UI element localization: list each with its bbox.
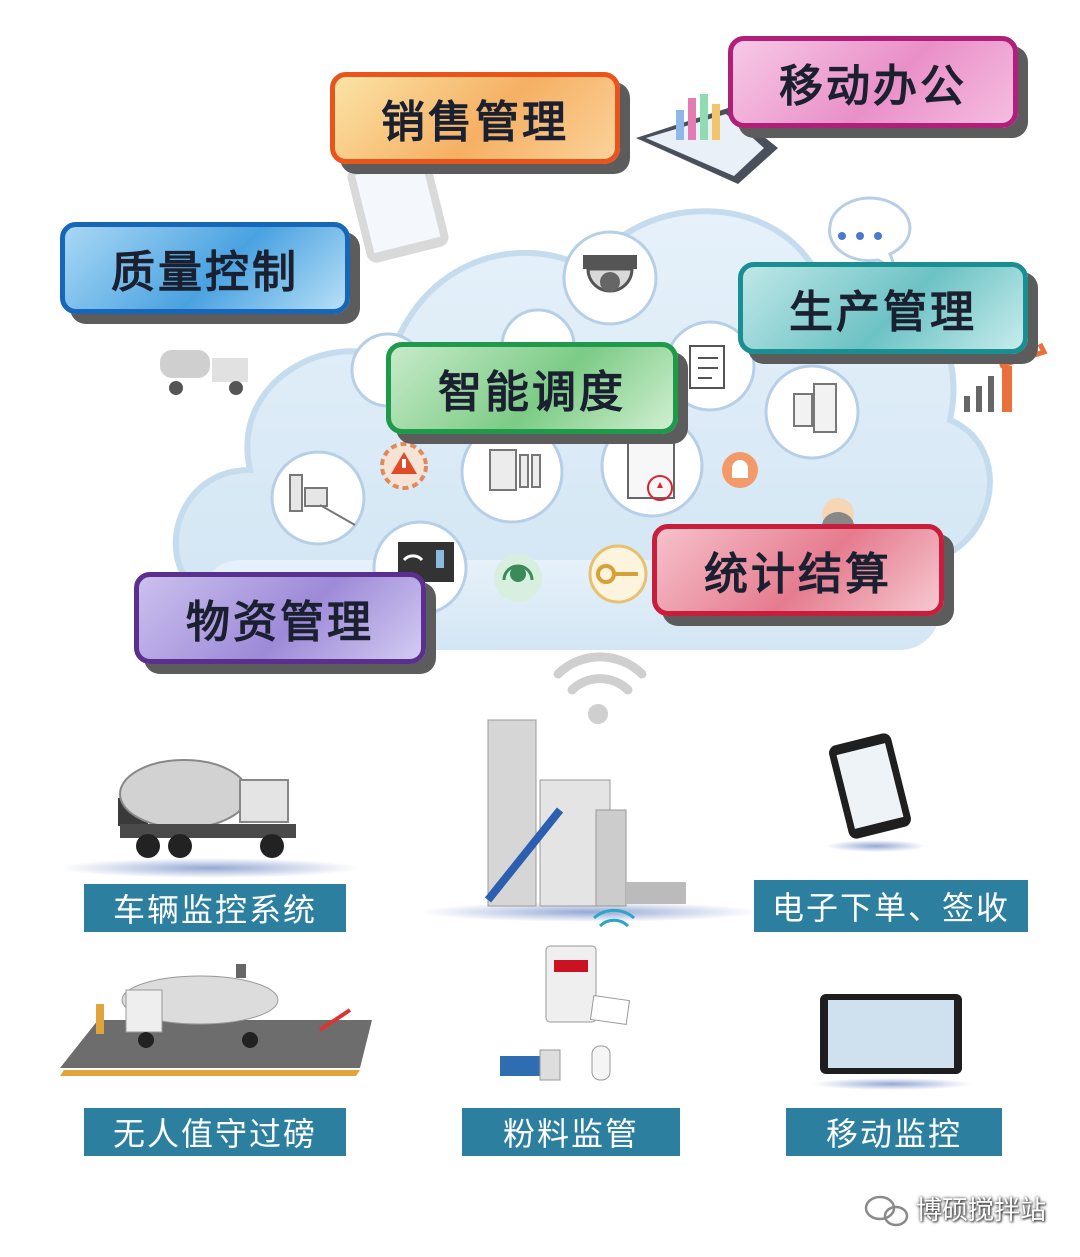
tablet-monitor-image [812, 994, 972, 1090]
watermark-text: 博硕搅拌站 [915, 1196, 1046, 1226]
person-icon [822, 498, 854, 530]
statistics-settlement-card: 统计结算 [652, 524, 944, 616]
chat-bubble-icon [828, 196, 912, 274]
silo-icon [489, 449, 541, 491]
wifi-icon [553, 652, 647, 724]
headset-icon [494, 554, 542, 602]
statistics-settlement-label: 统计结算 [704, 549, 892, 600]
vehicle-monitoring-label: 车辆监控系统 [84, 884, 346, 932]
production-management-card: 生产管理 [738, 262, 1028, 354]
materials-management-card: 物资管理 [134, 572, 426, 664]
smartphone-image [826, 733, 926, 852]
powder-sensor-image [500, 908, 635, 1081]
watermark: 博硕搅拌站 [916, 1190, 1046, 1227]
materials-management-label: 物资管理 [186, 597, 374, 648]
mobile-office-label: 移动办公 [779, 61, 967, 112]
camera-icon [583, 255, 637, 293]
phone-icon [347, 151, 449, 263]
intelligent-dispatch-label: 智能调度 [438, 367, 626, 418]
production-management-label: 生产管理 [789, 287, 977, 338]
building-icon [793, 383, 837, 433]
small-mixer-truck-icon [160, 350, 248, 395]
quality-control-card: 质量控制 [60, 222, 350, 314]
bell-icon [722, 452, 758, 488]
plant-icon [289, 474, 356, 526]
batching-plant-image [420, 719, 760, 922]
clipboard-icon [689, 345, 725, 389]
sales-management-card: 销售管理 [330, 72, 620, 164]
alert-gear-icon [380, 442, 428, 490]
key-icon [588, 544, 648, 604]
mixer-truck-image [60, 759, 360, 878]
sales-management-label: 销售管理 [381, 97, 569, 148]
growth-chart-icon [964, 342, 1048, 412]
mobile-monitoring-label: 移动监控 [786, 1108, 1002, 1156]
mobile-office-card: 移动办公 [728, 36, 1018, 128]
unattended-weighing-label: 无人值守过磅 [84, 1108, 346, 1156]
contract-icon [627, 439, 675, 501]
intelligent-dispatch-card: 智能调度 [386, 342, 678, 434]
quality-control-label: 质量控制 [111, 247, 299, 298]
weighbridge-image [60, 964, 372, 1076]
e-order-label: 电子下单、签收 [754, 880, 1028, 932]
powder-supervision-label: 粉料监管 [462, 1108, 680, 1156]
wechat-icon [864, 1195, 909, 1227]
